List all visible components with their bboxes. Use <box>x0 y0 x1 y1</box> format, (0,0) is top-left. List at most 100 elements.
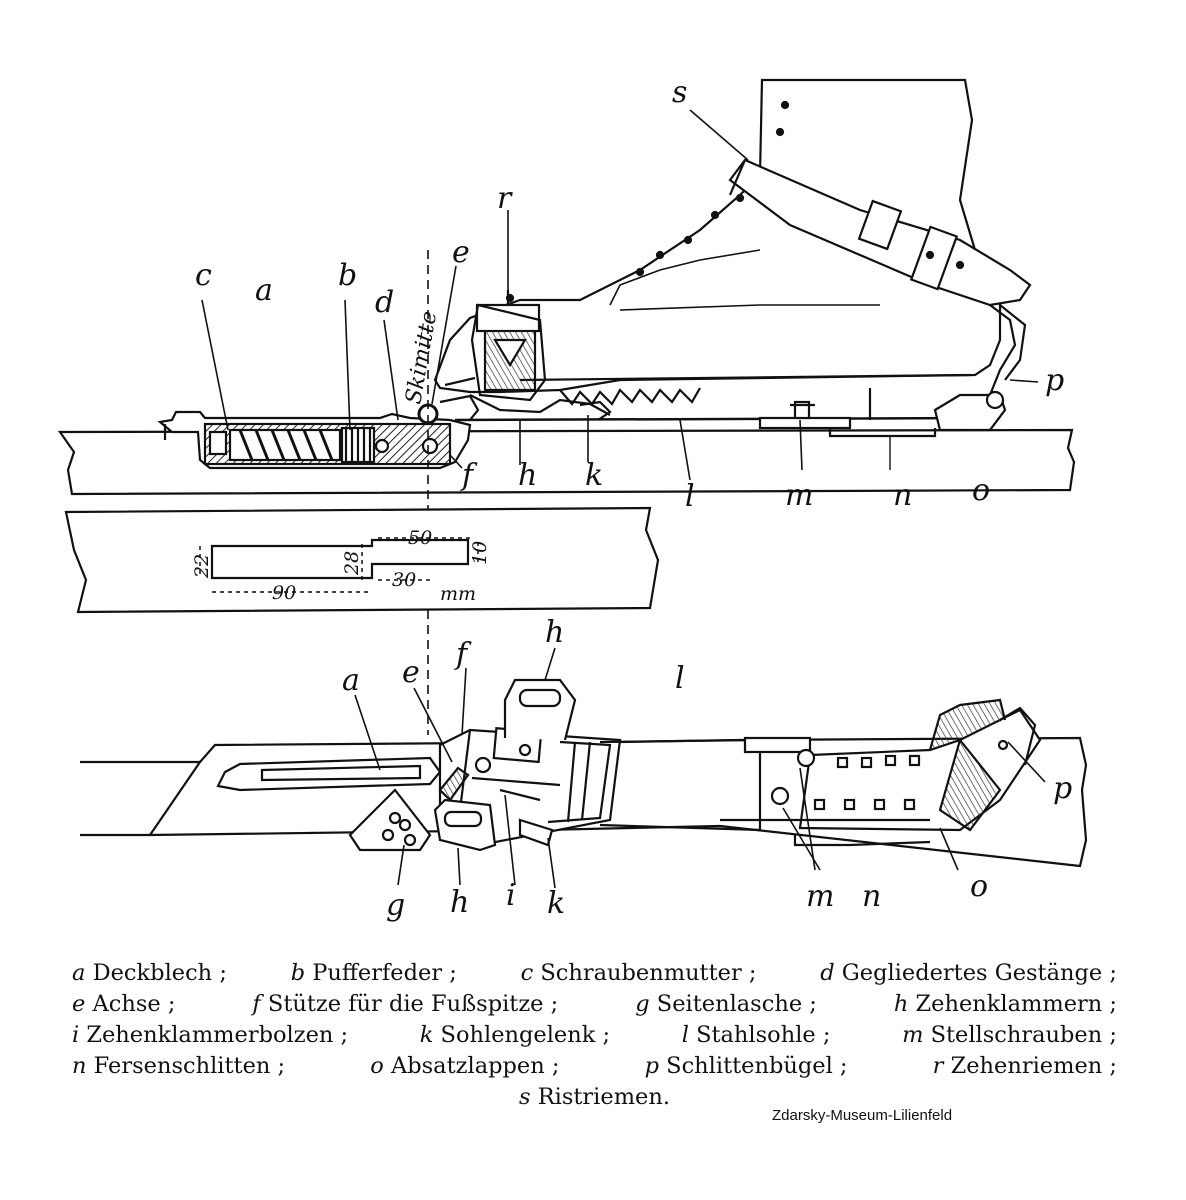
label-skimitte: Skimitte <box>401 309 442 406</box>
template-dimension-labels: 22 28 50 10 30 90 mm <box>191 527 491 605</box>
side-view-labels: c a b d Skimitte e r s p f h k l m n o <box>195 75 1064 514</box>
legend-entry: m Stellschrauben ; <box>902 1020 1117 1051</box>
label-l-top: l <box>675 661 685 696</box>
legend-text: Deckblech ; <box>92 960 227 986</box>
label-k-top: k <box>547 886 565 921</box>
legend-letter: o <box>370 1053 384 1079</box>
dim-22-text: 22 <box>191 554 213 579</box>
top-leaders <box>354 647 1046 889</box>
legend-letter: d <box>820 960 835 986</box>
label-m-side: m <box>785 478 813 513</box>
label-p-top: p <box>1053 771 1072 806</box>
dim-unit-text: mm <box>440 583 476 605</box>
legend-text: Stütze für die Fußspitze ; <box>267 991 559 1017</box>
legend-entry: c Schraubenmutter ; <box>521 958 757 989</box>
legend-letter: c <box>520 960 534 986</box>
side-view <box>57 78 1076 735</box>
label-s: s <box>672 75 687 110</box>
label-k-side: k <box>585 458 603 493</box>
legend: a Deckblech ; b Pufferfeder ; c Schraubenm… <box>72 958 1117 1113</box>
side-leaders <box>201 109 1039 481</box>
buffer-housing <box>157 410 472 470</box>
legend-text: Ristriemen. <box>537 1084 670 1110</box>
legend-letter: l <box>681 1022 689 1048</box>
legend-letter: p <box>644 1053 660 1079</box>
dim-50-text: 50 <box>408 527 432 549</box>
legend-entry: g Seitenlasche ; <box>635 989 817 1020</box>
legend-entry: n Fersenschlitten ; <box>72 1051 285 1082</box>
steel-sole-line <box>454 416 981 422</box>
toe-strap <box>470 290 547 402</box>
template-view <box>64 506 660 614</box>
legend-letter: r <box>932 1053 944 1079</box>
label-m-top: m <box>806 879 834 914</box>
label-d: d <box>375 285 394 320</box>
legend-entry: f Stütze für die Fußspitze ; <box>252 989 558 1020</box>
legend-entry: e Achse ; <box>72 989 175 1020</box>
label-a-top: a <box>342 663 360 698</box>
legend-line: a Deckblech ; b Pufferfeder ; c Schraubenm… <box>72 958 1117 989</box>
label-o-top: o <box>970 869 988 904</box>
label-h-top: h <box>545 615 564 650</box>
legend-letter: e <box>72 991 86 1017</box>
legend-letter: i <box>72 1022 80 1048</box>
dimension-lines <box>199 537 479 593</box>
legend-letter: m <box>902 1022 924 1048</box>
legend-line: e Achse ; f Stütze für die Fußspitze ; g S… <box>72 989 1117 1020</box>
boot <box>433 78 1002 406</box>
legend-letter: b <box>290 960 306 986</box>
legend-entry: d Gegliedertes Gestänge ; <box>820 958 1117 989</box>
legend-text: Zehenklammern ; <box>915 991 1117 1017</box>
legend-entry: h Zehenklammern ; <box>894 989 1117 1020</box>
dim-30-text: 30 <box>392 569 416 591</box>
label-h-bottom: h <box>450 885 469 920</box>
instep-strap <box>728 158 1032 396</box>
legend-letter: g <box>635 991 650 1017</box>
legend-text: Zehenklammerbolzen ; <box>86 1022 349 1048</box>
toe-support-side <box>439 394 480 421</box>
label-h-side: h <box>518 458 537 493</box>
dim-28-text: 28 <box>341 551 363 576</box>
template-slot <box>210 538 470 580</box>
heel-slide-side <box>758 388 1007 470</box>
top-view-labels: a e f h l p g h i k m n o <box>342 615 1072 923</box>
legend-entry: p Schlittenbügel ; <box>645 1051 848 1082</box>
label-n-top: n <box>862 879 881 914</box>
legend-letter: h <box>893 991 909 1017</box>
legend-entry: o Absatzlappen ; <box>370 1051 559 1082</box>
label-b: b <box>338 258 357 293</box>
legend-text: Achse ; <box>92 991 176 1017</box>
steel-sole-plate <box>599 738 762 832</box>
label-l-side: l <box>685 479 695 514</box>
legend-letter: a <box>72 960 86 986</box>
legend-text: Fersenschlitten ; <box>93 1053 286 1079</box>
label-e: e <box>452 235 470 270</box>
legend-text: Schlittenbügel ; <box>666 1053 848 1079</box>
legend-letter: k <box>419 1022 434 1048</box>
legend-entry: a Deckblech ; <box>72 958 227 989</box>
legend-text: Schraubenmutter ; <box>540 960 757 986</box>
label-c: c <box>195 258 212 293</box>
ski-top <box>80 736 1088 868</box>
legend-entry: l Stahlsohle ; <box>682 1020 831 1051</box>
credit: Zdarsky-Museum-Lilienfeld <box>772 1107 953 1124</box>
label-f-top: f <box>454 637 472 672</box>
dim-90-text: 90 <box>272 582 296 604</box>
label-o-side: o <box>972 473 990 508</box>
legend-text: Pufferfeder ; <box>312 960 457 986</box>
legend-entry: r Zehenriemen ; <box>933 1051 1117 1082</box>
legend-text: Gegliedertes Gestänge ; <box>841 960 1117 986</box>
legend-line: i Zehenklammerbolzen ;k Sohlengelenk ;l … <box>72 1020 1117 1051</box>
heel-slide-top <box>720 698 1042 847</box>
legend-text: Stahlsohle ; <box>696 1022 831 1048</box>
top-view <box>80 647 1088 889</box>
label-a: a <box>255 273 273 308</box>
legend-entry: b Pufferfeder ; <box>291 958 457 989</box>
sole-joint <box>579 400 612 421</box>
legend-text: Zehenriemen ; <box>950 1053 1117 1079</box>
label-r: r <box>497 181 513 216</box>
label-e-top: e <box>402 655 420 690</box>
legend-entry: i Zehenklammerbolzen ; <box>72 1020 348 1051</box>
legend-letter: s <box>519 1084 531 1110</box>
